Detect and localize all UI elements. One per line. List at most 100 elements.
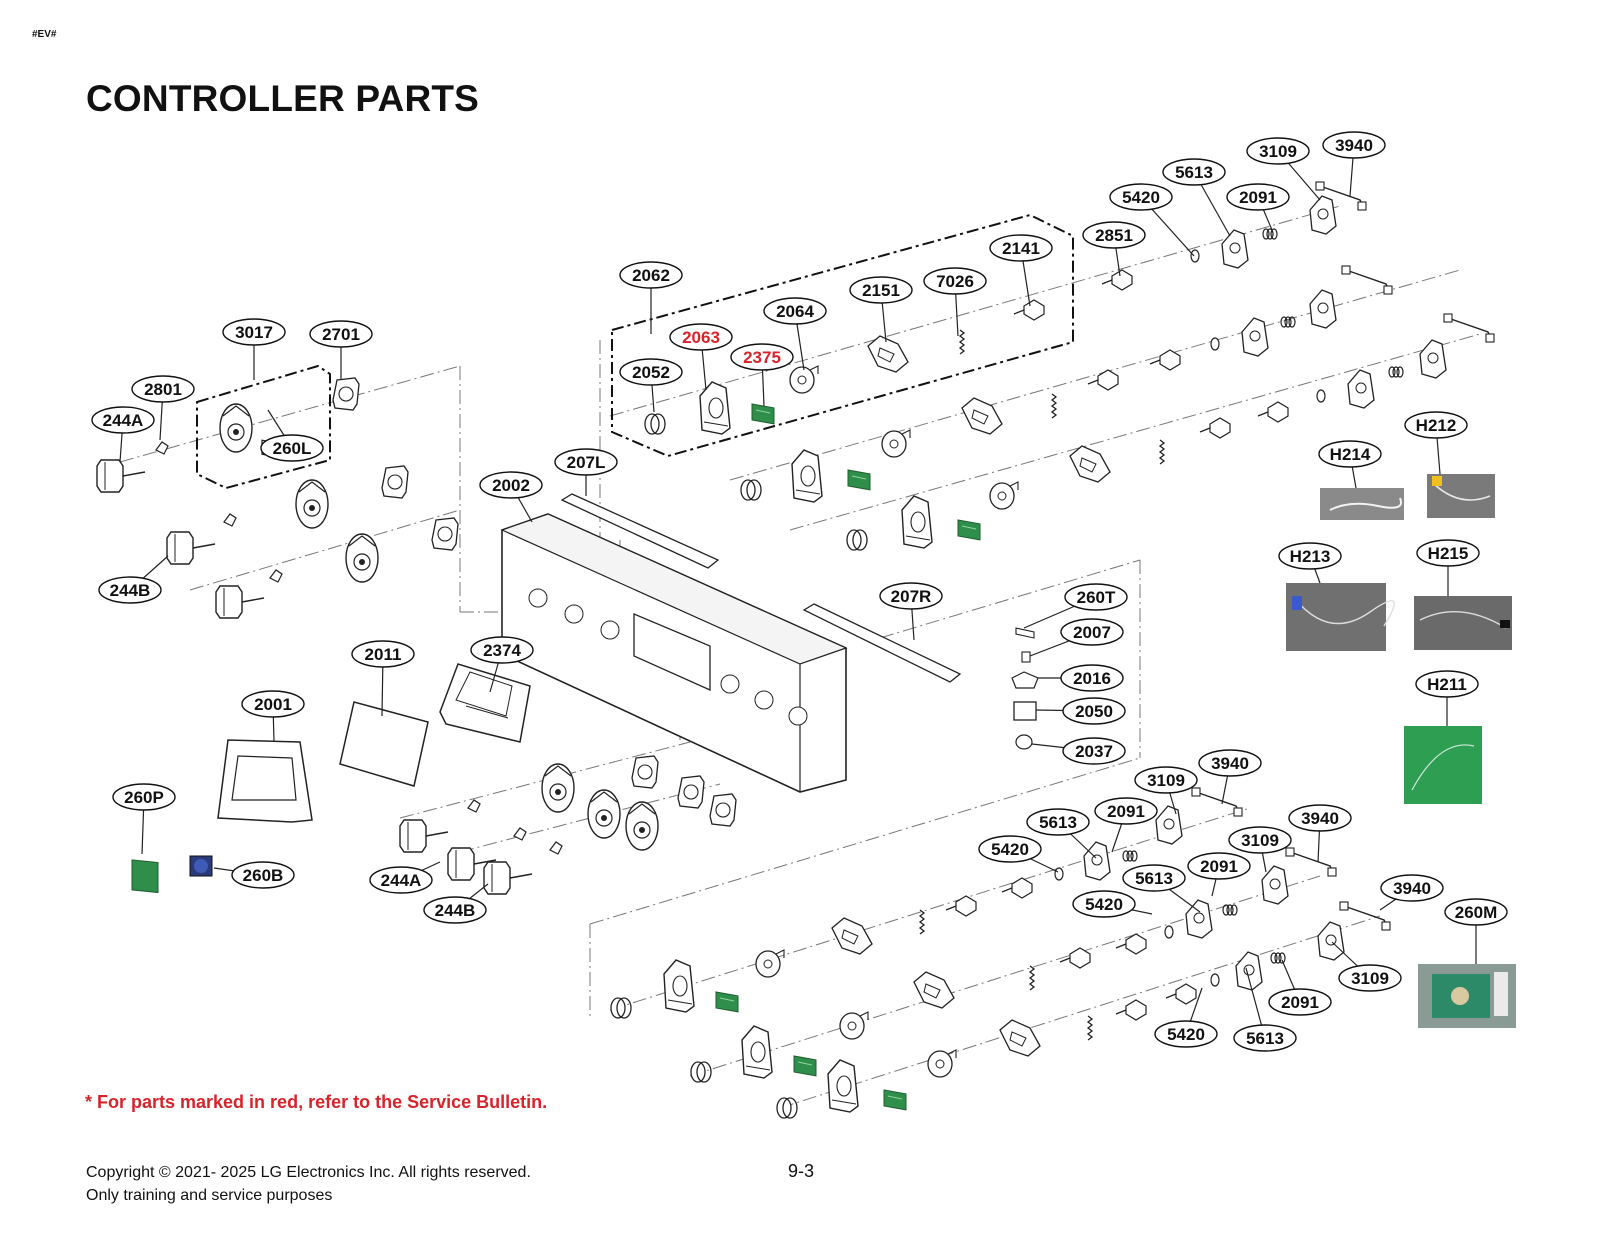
callout-2091: 2091 [1226,183,1290,211]
callout-label: 5420 [1167,1025,1205,1044]
callout-label: 207L [567,453,606,472]
callout-260P: 260P [112,783,176,811]
callout-3940: 3940 [1288,804,1352,832]
callout-3940: 3940 [1198,749,1262,777]
callout-label: 2375 [743,348,781,367]
callout-2091: 2091 [1094,797,1158,825]
center-part-stack [1011,627,1039,750]
callout-2011: 2011 [351,640,415,668]
callout-3109: 3109 [1338,964,1402,992]
group-boxes [196,213,1074,490]
callout-207L: 207L [554,448,618,476]
callout-label: 3940 [1335,136,1373,155]
callout-3109: 3109 [1228,826,1292,854]
callout-label: H215 [1428,544,1469,563]
callout-H215: H215 [1416,539,1480,567]
callout-label: 2141 [1002,239,1040,258]
callout-label: 5420 [1122,188,1160,207]
callout-label: 260P [124,788,164,807]
callout-label: 2063 [682,328,720,347]
callout-label: 2037 [1075,742,1113,761]
callout-3109: 3109 [1246,137,1310,165]
callout-244A: 244A [369,866,433,894]
display-parts [131,663,531,894]
trim-207L [560,493,720,569]
harness-photos [1286,474,1516,1028]
callout-5420: 5420 [978,835,1042,863]
callout-244B: 244B [423,896,487,924]
copyright-line: Copyright © 2021- 2025 LG Electronics In… [86,1164,531,1181]
callout-2001: 2001 [241,690,305,718]
callout-label: 3109 [1147,771,1185,790]
callout-7026: 7026 [923,267,987,295]
callout-244A: 244A [91,406,155,434]
callout-260M: 260M [1444,898,1508,926]
callout-260B: 260B [231,861,295,889]
photo-H211 [1404,726,1482,804]
callout-label: 2052 [632,363,670,382]
callout-label: H213 [1290,547,1331,566]
callout-2851: 2851 [1082,221,1146,249]
callout-2063: 2063 [669,323,733,351]
callout-3940: 3940 [1322,131,1386,159]
callout-2091: 2091 [1187,852,1251,880]
callout-label: 5613 [1175,163,1213,182]
callout-5420: 5420 [1072,890,1136,918]
callout-2052: 2052 [619,358,683,386]
callout-label: 3109 [1351,969,1389,988]
callout-label: 7026 [936,272,974,291]
callout-2002: 2002 [479,471,543,499]
callout-H213: H213 [1278,542,1342,570]
callout-label: 260T [1077,588,1116,607]
callout-label: H211 [1427,675,1467,694]
callout-5613: 5613 [1026,808,1090,836]
service-bulletin-note: * For parts marked in red, refer to the … [85,1092,548,1112]
callout-2151: 2151 [849,276,913,304]
callout-3109: 3109 [1134,766,1198,794]
callout-label: 2001 [254,695,292,714]
callout-3017: 3017 [222,318,286,346]
callout-label: 5613 [1246,1029,1284,1048]
callout-label: 2002 [492,476,530,495]
document-tag: #EV# [32,29,57,40]
callout-label: 244B [435,901,476,920]
callout-label: 5613 [1135,869,1173,888]
callout-label: 2016 [1073,669,1111,688]
purpose-line: Only training and service purposes [86,1187,333,1204]
callout-label: 207R [891,587,932,606]
callout-2062: 2062 [619,261,683,289]
callout-label: 244B [110,581,151,600]
callout-label: 3109 [1259,142,1297,161]
callout-label: 5420 [991,840,1029,859]
callout-label: 260L [273,439,312,458]
callout-label: 260B [243,866,284,885]
board-260P [131,859,159,894]
callout-label: 3940 [1393,879,1431,898]
callout-label: 3017 [235,323,273,342]
callout-label: 2851 [1095,226,1133,245]
callout-label: 260M [1455,903,1498,922]
callout-label: 2064 [776,302,814,321]
callout-2701: 2701 [309,320,373,348]
callout-5613: 5613 [1233,1024,1297,1052]
upper-assembly [644,181,1367,435]
callout-label: 244A [103,411,144,430]
callout-label: 2007 [1073,623,1111,642]
callout-2375: 2375 [730,343,794,371]
callout-H214: H214 [1318,440,1382,468]
page-title: CONTROLLER PARTS [86,78,480,119]
callout-5420: 5420 [1109,183,1173,211]
callout-label: 2374 [483,641,521,660]
trim-207R [802,603,962,683]
callout-2037: 2037 [1062,737,1126,765]
control-panel-2002 [500,493,962,793]
callout-label: 2050 [1075,702,1113,721]
callout-2141: 2141 [989,234,1053,262]
callout-H211: H211 [1415,670,1479,698]
copyright: Copyright © 2021- 2025 LG Electronics In… [86,1161,531,1207]
callout-label: 2701 [322,325,360,344]
callout-label: 2091 [1239,188,1277,207]
callout-244B: 244B [98,576,162,604]
